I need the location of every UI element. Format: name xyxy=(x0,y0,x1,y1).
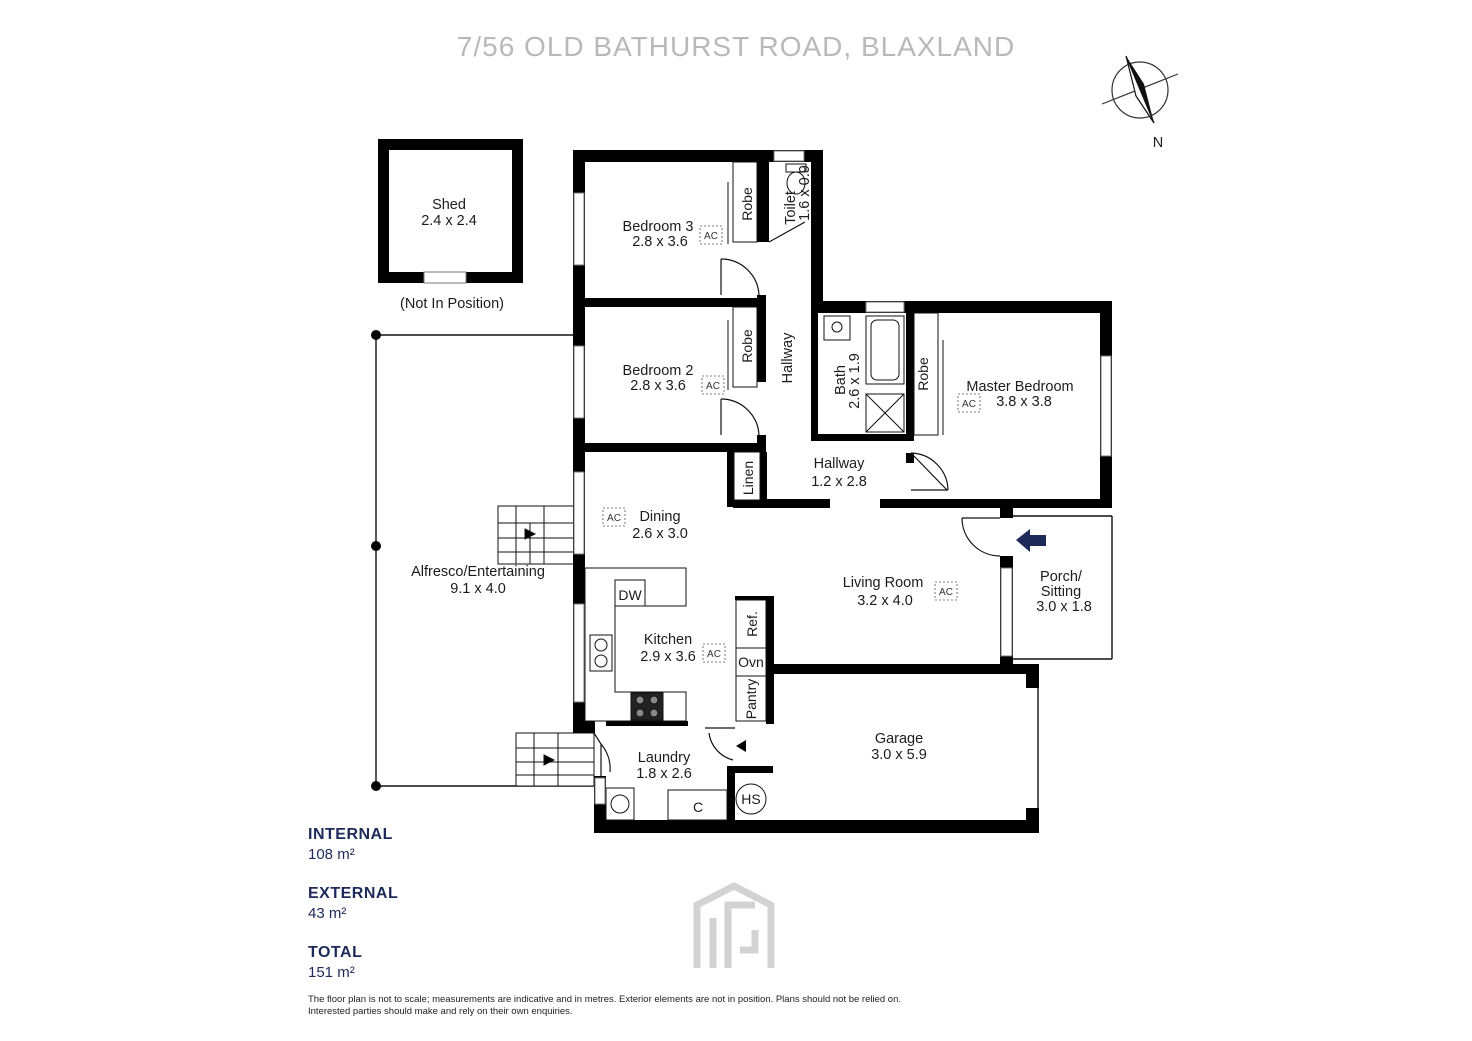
porch-label-line2: Sitting xyxy=(1041,584,1081,600)
bath-fixtures xyxy=(823,315,905,433)
north-compass-icon xyxy=(1101,55,1179,124)
ac-living: AC xyxy=(939,587,953,598)
shed-note: (Not In Position) xyxy=(400,296,504,312)
hallway-lower-label: Hallway xyxy=(814,456,866,472)
entry-arrow-icon xyxy=(1016,529,1046,552)
disclaimer-text: The floor plan is not to scale; measurem… xyxy=(308,994,902,1017)
linen-cupboard xyxy=(733,451,761,501)
total-area-label: TOTAL xyxy=(308,944,362,961)
robes xyxy=(727,161,944,436)
total-area-value: 151 m² xyxy=(308,964,355,981)
robe-label-bedroom3: Robe xyxy=(739,187,755,221)
internal-area-label: INTERNAL xyxy=(308,826,393,843)
hallway-upper-label: Hallway xyxy=(780,332,796,384)
living-room-label: Living Room xyxy=(843,575,924,591)
garage-access-arrow-icon xyxy=(736,740,746,752)
shed-dims: 2.4 x 2.4 xyxy=(421,213,477,229)
kitchen-fixtures xyxy=(584,567,767,722)
external-area-label: EXTERNAL xyxy=(308,885,398,902)
ac-master: AC xyxy=(962,399,976,410)
linen-label: Linen xyxy=(740,461,756,495)
hallway-lower-dims: 1.2 x 2.8 xyxy=(811,474,867,490)
property-address-title: 7/56 OLD BATHURST ROAD, BLAXLAND xyxy=(457,31,1015,62)
bedroom3-label: Bedroom 3 xyxy=(623,219,694,235)
bedroom3-dims: 2.8 x 3.6 xyxy=(632,234,688,250)
master-bedroom-label: Master Bedroom xyxy=(966,379,1073,395)
laundry-label: Laundry xyxy=(638,750,691,766)
compass-north-label: N xyxy=(1153,135,1163,151)
ac-bedroom2: AC xyxy=(706,381,720,392)
bedroom2-dims: 2.8 x 3.6 xyxy=(630,378,686,394)
garage-dims: 3.0 x 5.9 xyxy=(871,747,927,763)
dining-dims: 2.6 x 3.0 xyxy=(632,526,688,542)
toilet-dims: 1.6 x 0.9 xyxy=(797,165,813,221)
bath-dims: 2.6 x 1.9 xyxy=(847,353,863,409)
internal-area-value: 108 m² xyxy=(308,846,355,863)
garage-label: Garage xyxy=(875,731,923,747)
brand-logo-icon xyxy=(693,882,775,968)
toilet-fixture-icon xyxy=(785,163,807,195)
laundry-steps xyxy=(515,732,595,787)
windows xyxy=(573,150,1112,805)
hot-water-system-label: HS xyxy=(741,791,760,807)
alfresco-dims: 9.1 x 4.0 xyxy=(450,581,506,597)
toilet-label: Toilet xyxy=(783,191,799,225)
house-walls xyxy=(573,150,1112,833)
shed xyxy=(378,139,523,284)
kitchen-dims: 2.9 x 3.6 xyxy=(640,649,696,665)
kitchen-label: Kitchen xyxy=(644,632,692,648)
fridge-label: Ref. xyxy=(744,611,760,637)
porch-label-line1: Porch/ xyxy=(1040,569,1083,585)
bedroom2-label: Bedroom 2 xyxy=(623,363,694,379)
robe-label-master: Robe xyxy=(915,357,931,391)
laundry-dims: 1.8 x 2.6 xyxy=(636,766,692,782)
porch-outline xyxy=(1013,515,1113,660)
alfresco-steps xyxy=(497,505,575,565)
ac-kitchen: AC xyxy=(707,649,721,660)
bath-label: Bath xyxy=(833,365,849,395)
oven-label: Ovn xyxy=(738,654,764,670)
master-bedroom-dims: 3.8 x 3.8 xyxy=(996,394,1052,410)
shed-label: Shed xyxy=(432,197,466,213)
cupboard-c-label: C xyxy=(693,799,703,815)
robe-label-bedroom2: Robe xyxy=(739,329,755,363)
porch-dims: 3.0 x 1.8 xyxy=(1036,599,1092,615)
laundry-fixtures xyxy=(605,783,767,821)
alfresco-label: Alfresco/Entertaining xyxy=(411,564,545,580)
dining-label: Dining xyxy=(639,509,680,525)
external-area-value: 43 m² xyxy=(308,905,346,922)
living-room-dims: 3.2 x 4.0 xyxy=(857,593,913,609)
dishwasher-label: DW xyxy=(618,587,642,603)
pantry-label: Pantry xyxy=(743,679,759,719)
ac-dining: AC xyxy=(607,513,621,524)
doors xyxy=(593,221,1001,776)
ac-bedroom3: AC xyxy=(704,231,718,242)
